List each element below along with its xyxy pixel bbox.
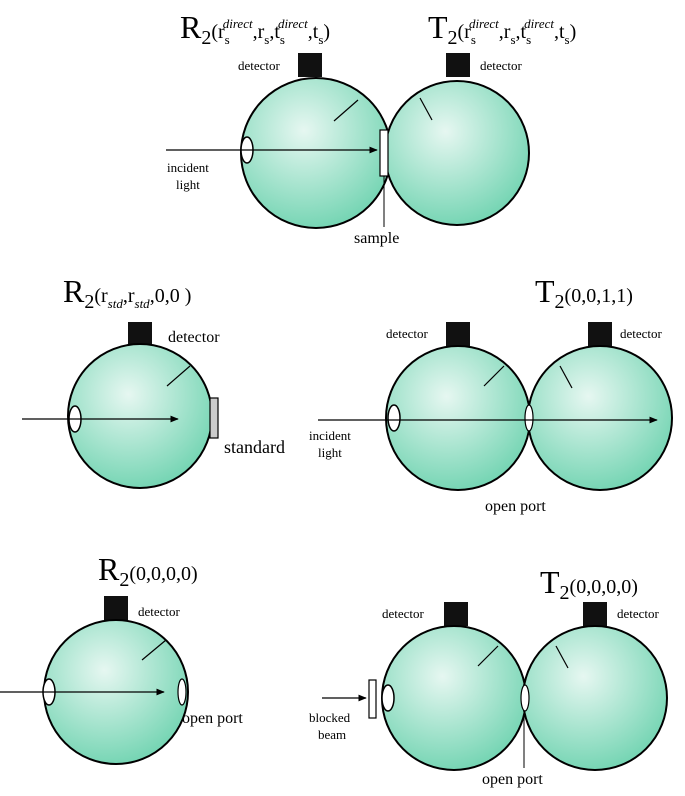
detector-block [104, 596, 128, 620]
open-port [520, 684, 530, 712]
detector-label: detector [238, 58, 281, 73]
baffle [419, 97, 433, 121]
beam-block [368, 679, 377, 719]
open-port [177, 678, 187, 706]
panel-mid-right: T2(0,0,1,1) detector detector incident l… [309, 273, 673, 515]
open-port [524, 404, 534, 432]
sphere [385, 345, 531, 491]
sample-holder [379, 129, 389, 177]
detector-label: detector [617, 606, 660, 621]
detector-block [583, 602, 607, 626]
incident-label: light [318, 445, 342, 460]
detector-label: detector [620, 326, 663, 341]
sphere [381, 625, 527, 771]
blocked-label: blocked [309, 710, 351, 725]
detector-block [128, 322, 152, 346]
panel-bottom-left: R2(0,0,0,0) detector open port [0, 551, 243, 765]
sphere [384, 80, 530, 226]
t2-open-label: T2(0,0,1,1) [535, 273, 633, 313]
t2-label: T2(rsdirect,rs,tsdirect,ts) [428, 9, 576, 49]
panel-bottom-right: T2(0,0,0,0) detector detector blocked be… [309, 564, 668, 788]
detector-block [446, 322, 470, 346]
baffle [555, 645, 569, 669]
baffle [559, 365, 573, 389]
incident-label: incident [309, 428, 351, 443]
r2-open-label: R2(0,0,0,0) [98, 551, 198, 591]
detector-block [444, 602, 468, 626]
standard-label: standard [224, 437, 285, 457]
detector-block [446, 53, 470, 77]
incident-label: light [176, 177, 200, 192]
detector-label: detector [138, 604, 181, 619]
sphere [240, 77, 392, 229]
sphere [527, 345, 673, 491]
panel-mid-left: R2(rstd,rstd,0,0 ) detector standard [22, 273, 285, 489]
sphere [67, 343, 213, 489]
detector-label: detector [386, 326, 429, 341]
blocked-label: beam [318, 727, 346, 742]
sample-label: sample [354, 230, 399, 247]
detector-label: detector [168, 329, 220, 346]
detector-label: detector [480, 58, 523, 73]
panel-top: R2(rsdirect,rs,tsdirect,ts) T2(rsdirect,… [166, 9, 576, 247]
baffle [141, 639, 167, 661]
open-port-label: open port [182, 710, 243, 727]
entrance-port [381, 684, 395, 712]
detector-block [588, 322, 612, 346]
entrance-port [387, 404, 401, 432]
standard-holder [209, 397, 219, 439]
baffle [483, 365, 505, 387]
open-port-label: open port [482, 771, 543, 788]
baffle [333, 99, 359, 122]
baffle [166, 365, 191, 387]
detector-label: detector [382, 606, 425, 621]
r2-label: R2(rsdirect,rs,tsdirect,ts) [180, 9, 330, 49]
baffle [477, 645, 499, 667]
detector-block [298, 53, 322, 77]
r2-std-label: R2(rstd,rstd,0,0 ) [63, 273, 191, 313]
open-port-label: open port [485, 498, 546, 515]
t2-blocked-label: T2(0,0,0,0) [540, 564, 638, 604]
incident-label: incident [167, 160, 209, 175]
sphere [522, 625, 668, 771]
